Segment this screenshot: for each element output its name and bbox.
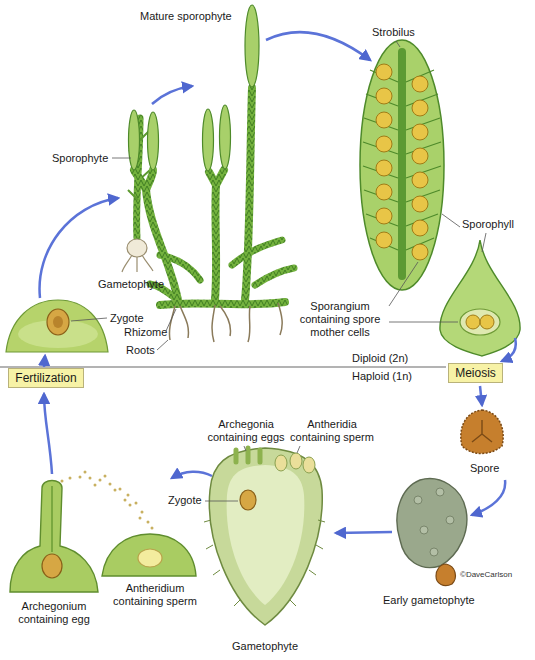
zygote-nucleus (53, 316, 63, 328)
sporophyll-edges (363, 70, 441, 250)
cycle-arrow (480, 386, 482, 405)
part-label: Zygote (168, 494, 202, 507)
part-label: Sporangium containing spore mother cells (292, 300, 388, 339)
stage-label: Early gametophyte (383, 594, 475, 607)
antheridium (102, 534, 196, 576)
stage-label: Gametophyte (98, 278, 164, 291)
cycle-arrow (266, 32, 370, 60)
box-text: Meiosis (455, 366, 496, 380)
archegonium-canal (51, 486, 53, 552)
phase-label: Diploid (2n) (352, 352, 408, 365)
gametophyte-body (209, 448, 322, 625)
strobilus-cone (203, 109, 214, 171)
cycle-arrow (336, 532, 392, 533)
phase-label: Haploid (1n) (352, 370, 412, 383)
upright-shoot (209, 170, 224, 300)
cycle-arrow (472, 480, 505, 515)
sperm-mass (138, 549, 162, 567)
leader-line (71, 41, 486, 501)
cycle-arrow (172, 472, 212, 478)
process-box: Meiosis (448, 363, 503, 383)
stage-label: Mature sporophyte (140, 10, 232, 23)
strobilus-section (360, 40, 444, 290)
part-label: Archegonium containing egg (8, 600, 100, 626)
process-box: Fertilization (8, 368, 84, 388)
archegonium (10, 481, 98, 593)
strobilus-cone (245, 5, 259, 87)
spore (461, 410, 503, 454)
part-label: Antheridia containing sperm (287, 418, 377, 444)
strobilus-cone (129, 110, 140, 170)
stage-label: Sporophyte (52, 152, 108, 165)
box-text: Fertilization (15, 371, 76, 385)
upright-shoot (245, 88, 252, 300)
part-label: Strobilus (372, 26, 415, 39)
sporophyll-leaf (440, 240, 520, 356)
cycle-arrow (152, 86, 192, 104)
antheridia (275, 453, 315, 473)
spore-mark (472, 420, 492, 442)
cycle-arrow (502, 338, 516, 361)
sperm-spray (61, 471, 154, 530)
egg-cell (42, 554, 62, 578)
copyright-note: ©DaveCarlson (460, 570, 512, 580)
stage-label: Gametophyte (232, 640, 298, 653)
zygote-cell (47, 309, 69, 335)
early-gametophyte (397, 479, 467, 568)
zygote-cell (240, 490, 256, 510)
part-label: Antheridium containing sperm (108, 582, 202, 608)
sporangium (460, 309, 500, 335)
gametophyte-bumps (414, 488, 454, 556)
part-label: Archegonia containing eggs (203, 418, 289, 444)
gametophyte-tissue (6, 300, 108, 352)
strobilus-axis (398, 48, 406, 280)
gametophyte-inner (227, 465, 305, 605)
part-label: Rhizome (124, 326, 167, 339)
archegonia (236, 448, 260, 462)
part-label: Zygote (110, 312, 144, 325)
part-label: Roots (126, 344, 155, 357)
roots (169, 303, 282, 342)
spore-mother-cells (466, 315, 494, 329)
strobilus-cone (148, 112, 159, 170)
tuber-rhizoids (122, 255, 153, 272)
part-label: Sporophyll (462, 218, 514, 231)
strobilus-cone (220, 105, 231, 169)
rhizoid-hairs (204, 520, 325, 606)
spore-wall (436, 564, 455, 586)
stage-label: Spore (470, 462, 499, 475)
gametophyte-tuber (127, 239, 147, 257)
sporangia (376, 64, 428, 260)
side-branch (150, 240, 294, 298)
cycle-arrow (44, 394, 52, 474)
cycle-arrow (44, 356, 45, 367)
